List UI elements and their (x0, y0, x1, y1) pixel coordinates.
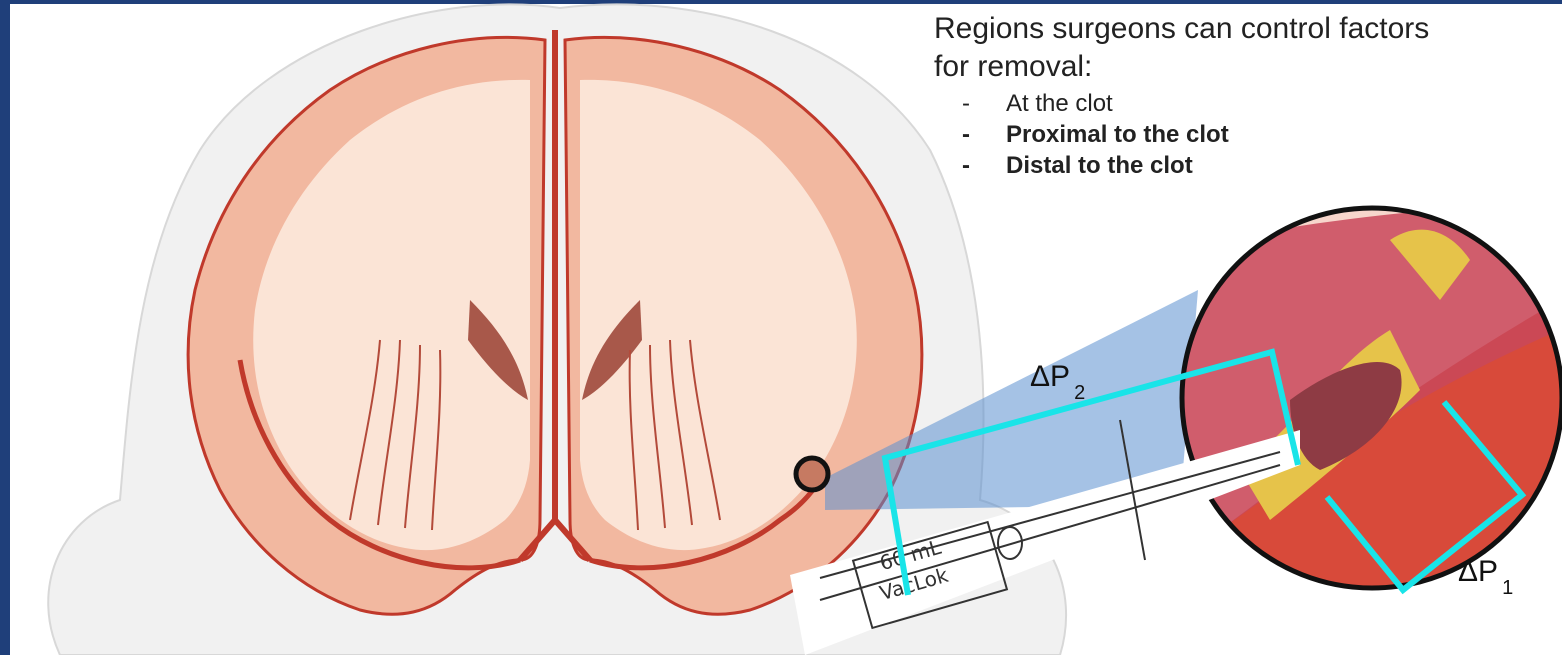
delta-p1-subscript: 1 (1502, 577, 1513, 599)
bullet-marker: - (962, 88, 970, 119)
bullet-at-clot: - At the clot (962, 88, 1454, 119)
bullet-marker: - (962, 119, 970, 150)
delta-p2-symbol: ΔP (1030, 360, 1070, 393)
delta-p1-symbol: ΔP (1458, 555, 1498, 588)
bullet-marker: - (962, 150, 970, 181)
clot-marker (796, 458, 828, 490)
factors-heading: Regions surgeons can control factors for… (934, 10, 1454, 86)
regions-list: - At the clot - Proximal to the clot - D… (962, 88, 1454, 181)
bullet-proximal: - Proximal to the clot (962, 119, 1454, 150)
bullet-label: Distal to the clot (1006, 152, 1193, 179)
delta-p2-subscript: 2 (1074, 382, 1085, 404)
text-panel: Regions surgeons can control factors for… (934, 10, 1454, 181)
bullet-distal: - Distal to the clot (962, 150, 1454, 181)
bullet-label: At the clot (1006, 90, 1113, 117)
bullet-label: Proximal to the clot (1006, 121, 1229, 148)
